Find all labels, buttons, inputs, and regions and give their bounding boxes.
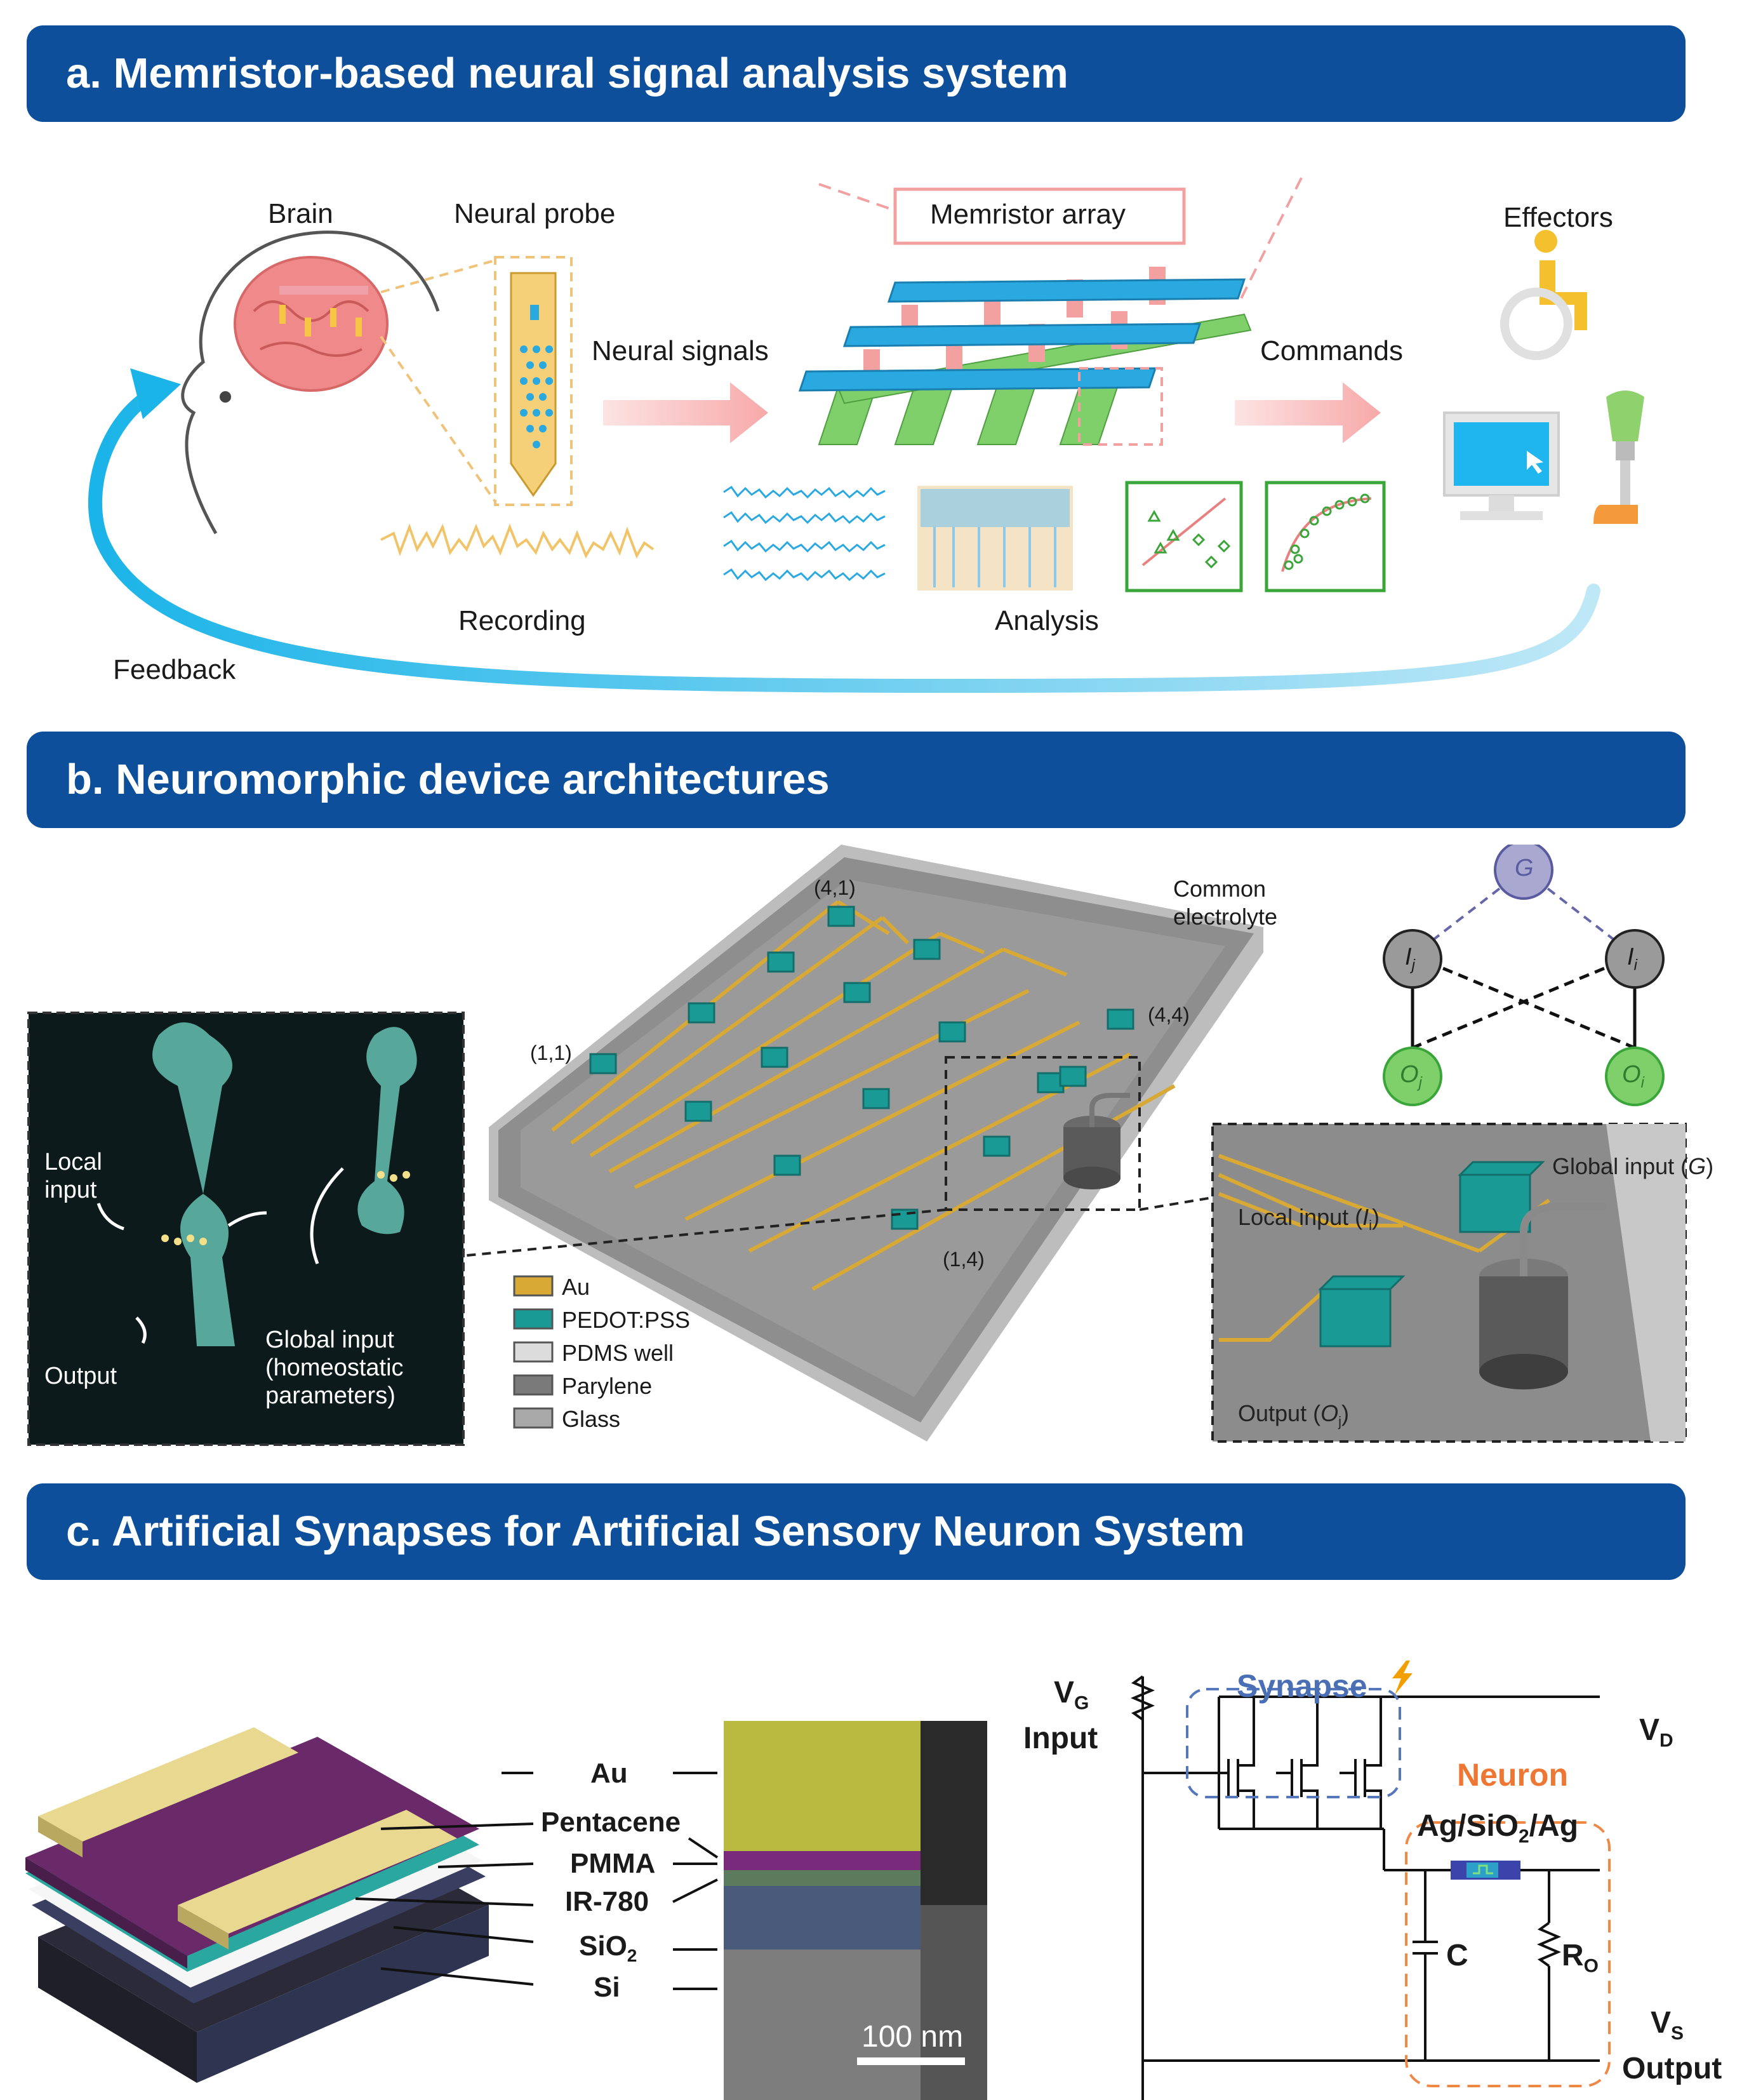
wheelchair-icon (1500, 230, 1587, 360)
panel-a-figure (88, 177, 1644, 693)
feedback-arrow (88, 387, 1600, 693)
zoom-inset (1211, 1123, 1687, 1443)
vg-label: VG (1054, 1676, 1089, 1714)
synapse-box (1186, 1688, 1401, 1798)
device-label: Ag/SiO2/Ag (1417, 1809, 1579, 1847)
legend-pdms: PDMS well (562, 1340, 674, 1366)
panel-c-figure (25, 1661, 1611, 2100)
node-oi (1605, 1047, 1665, 1106)
graph-oi-label: Oi (1622, 1061, 1644, 1092)
coord-1-1: (1,1) (530, 1041, 572, 1064)
graph-ii-label: Ii (1627, 944, 1637, 974)
legend-au: Au (562, 1274, 590, 1300)
input-label: Input (1023, 1722, 1098, 1755)
capacitor-label: C (1446, 1939, 1468, 1972)
legend-parylene: Parylene (562, 1373, 653, 1399)
analysis-waveforms (723, 485, 886, 582)
layer-au: Au (590, 1758, 628, 1789)
zoom-local-input: Local input (Ii) (1238, 1204, 1380, 1234)
node-ij (1383, 929, 1442, 989)
device-stack (25, 1727, 489, 2083)
layer-sio2: SiO2 (579, 1930, 637, 1965)
vd-label: VD (1639, 1713, 1673, 1751)
graph-g-label: G (1515, 855, 1534, 881)
layer-pmma: PMMA (570, 1848, 656, 1879)
vs-label: VS (1651, 2006, 1684, 2044)
label-brain: Brain (268, 198, 333, 229)
coord-1-4: (1,4) (943, 1248, 985, 1271)
node-g (1494, 845, 1553, 900)
head-outline (181, 231, 440, 535)
zoom-output: Output (Oj) (1238, 1400, 1349, 1430)
output-label: Output (1622, 2052, 1722, 2085)
legend-swatches (513, 1275, 554, 1429)
coord-4-1: (4,1) (814, 876, 856, 899)
zoom-global-input: Global input (G) (1552, 1153, 1714, 1179)
layer-si: Si (594, 1972, 620, 2003)
label-commands: Commands (1260, 335, 1403, 366)
prosthetic-leg-icon (1593, 391, 1644, 524)
neuron-circuit (1130, 1675, 1600, 2100)
ro-label: RO (1562, 1939, 1599, 1977)
layer-ir780: IR-780 (565, 1886, 649, 1917)
legend-glass: Glass (562, 1406, 621, 1432)
memristor-array-label-box (893, 187, 1186, 245)
label-neural-signals: Neural signals (592, 335, 769, 366)
label-common-electrolyte: Common electrolyte (1173, 876, 1278, 930)
label-analysis: Analysis (995, 605, 1099, 636)
panel-b-banner: b. Neuromorphic device architectures (27, 732, 1686, 828)
eye (220, 391, 231, 403)
label-output: Output (44, 1363, 117, 1389)
network-graph (1383, 845, 1665, 1106)
neuron-label: Neuron (1457, 1757, 1568, 1793)
layer-pentacene: Pentacene (541, 1807, 681, 1838)
node-oj (1383, 1047, 1442, 1106)
scale-bar-label: 100 nm (861, 2020, 964, 2054)
neural-probe-box (494, 256, 573, 506)
panel-b-figure (27, 845, 1687, 1446)
panel-a-banner: a. Memristor-based neural signal analysi… (27, 25, 1686, 122)
graph-ij-label: Ij (1405, 944, 1415, 974)
recording-waveform (380, 523, 655, 559)
label-memristor-array: Memristor array (930, 199, 1126, 230)
label-recording: Recording (458, 605, 586, 636)
neural-probe-icon (510, 272, 557, 497)
computer-icon (1443, 411, 1560, 520)
coord-4-4: (4,4) (1148, 1003, 1190, 1026)
label-local-input: Local input (44, 1149, 102, 1203)
analysis-regression (1265, 481, 1386, 592)
synapse-label: Synapse (1237, 1668, 1367, 1704)
legend-pedot: PEDOT:PSS (562, 1307, 691, 1333)
node-ii (1605, 929, 1665, 989)
label-neural-probe: Neural probe (454, 198, 616, 229)
label-effectors: Effectors (1503, 202, 1613, 233)
panel-c-banner: c. Artificial Synapses for Artificial Se… (27, 1483, 1686, 1580)
memristor-array-icon (798, 267, 1252, 446)
label-feedback: Feedback (113, 654, 236, 685)
neuron-box (1405, 1821, 1611, 2087)
label-global-input: Global input (homeostatic parameters) (265, 1327, 404, 1409)
graph-oj-label: Oj (1400, 1061, 1422, 1092)
